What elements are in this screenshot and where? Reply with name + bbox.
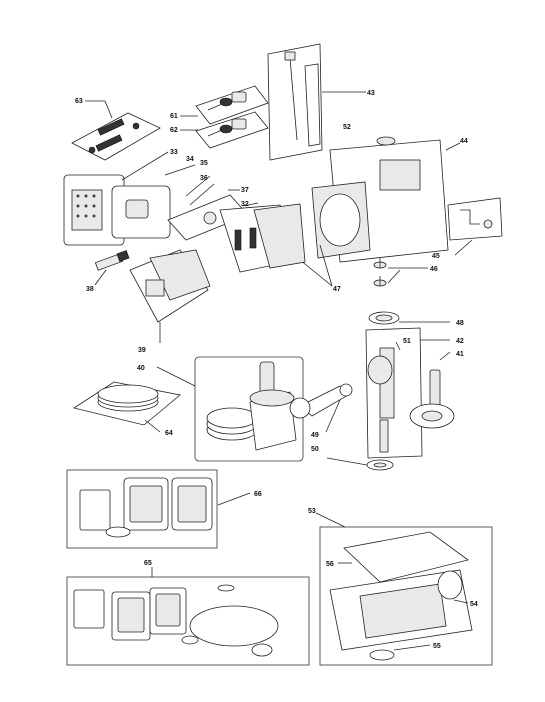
studs-46: [373, 258, 387, 287]
piston-kit-40: [194, 356, 304, 462]
callout-65: 65: [144, 560, 152, 567]
callout-47: 47: [333, 286, 341, 293]
spark-plug-38: [94, 250, 130, 271]
callout-34: 34: [186, 156, 194, 163]
callout-38: 38: [86, 286, 94, 293]
camshaft-41: [409, 369, 455, 429]
rocker-kit-63: [71, 112, 161, 161]
gasket-kit-66: [66, 469, 218, 549]
ring-set-64: [73, 381, 181, 426]
callout-55: 55: [433, 643, 441, 650]
breather-hose-44: [439, 143, 487, 192]
dipstick-tube-kit-43: [267, 43, 323, 161]
cylinder-head-32: [219, 203, 306, 273]
seal-55: [369, 649, 395, 661]
crankshaft-kit-42: [365, 327, 423, 459]
heat-shield-34: [111, 185, 171, 239]
callout-36: 36: [200, 175, 208, 182]
callout-53: 53: [308, 508, 316, 515]
callout-35: 35: [200, 160, 208, 167]
callout-56: 56: [326, 561, 334, 568]
callout-32: 32: [241, 201, 249, 208]
callout-44: 44: [460, 138, 468, 145]
callout-49: 49: [311, 432, 319, 439]
callout-43: 43: [367, 90, 375, 97]
callout-48: 48: [456, 320, 464, 327]
callout-46: 46: [430, 266, 438, 273]
gasket-kit-65: [66, 576, 310, 666]
callout-63: 63: [75, 98, 83, 105]
callout-50: 50: [311, 446, 319, 453]
valve-cover-39: [129, 249, 211, 323]
callout-52: 52: [343, 124, 351, 131]
seal-50: [366, 459, 394, 471]
callout-54: 54: [470, 601, 478, 608]
callout-45: 45: [432, 253, 440, 260]
callout-33: 33: [170, 149, 178, 156]
callout-41: 41: [456, 351, 464, 358]
crank-seal-48: [368, 311, 400, 325]
callout-62: 62: [170, 127, 178, 134]
oil-pan-kit-53: [319, 526, 493, 666]
muffler-33: [63, 174, 125, 246]
valve-spring-kit-62: [195, 111, 269, 149]
callout-40: 40: [137, 365, 145, 372]
callout-42: 42: [456, 338, 464, 345]
callout-61: 61: [170, 113, 178, 120]
callout-37: 37: [241, 187, 249, 194]
callout-39: 39: [138, 347, 146, 354]
callout-64: 64: [165, 430, 173, 437]
callout-66: 66: [254, 491, 262, 498]
clamp-kit-45: [447, 197, 503, 241]
callout-labels: 63 61 62 43 52 44 33 34 35 36 37 32 45 4…: [75, 90, 478, 650]
crankcase-block: [311, 136, 449, 263]
valve-spring-kit-61: [195, 85, 269, 125]
callout-51: 51: [403, 338, 411, 345]
connecting-rod-49: [289, 383, 353, 419]
